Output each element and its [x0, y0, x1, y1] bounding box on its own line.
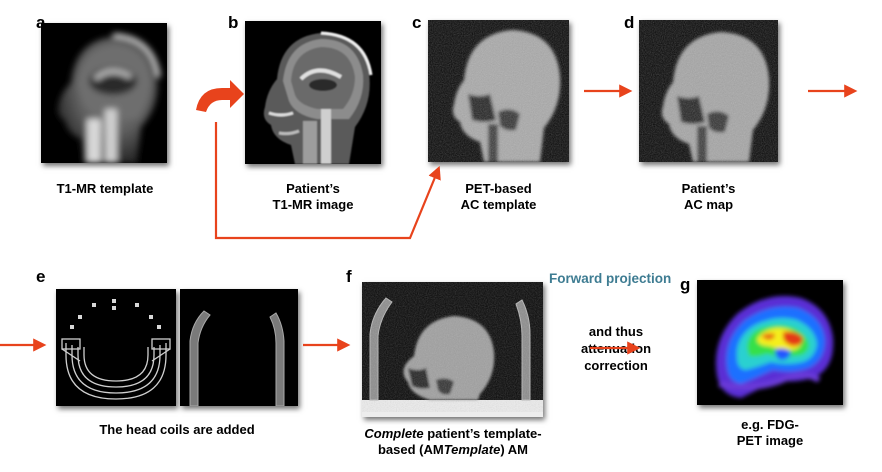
curved-arrow-a-to-b: [196, 80, 244, 112]
caption-f-line2-suffix: ) AM: [500, 442, 528, 457]
caption-f-italic-complete: Complete: [364, 426, 424, 441]
caption-g-line1: e.g. FDG-: [741, 417, 799, 432]
head-coil-axial-image: [56, 289, 176, 406]
middle-text-line3: correction: [584, 358, 648, 373]
caption-c: PET-based AC template: [428, 181, 569, 213]
complete-template-am-image: [362, 282, 543, 417]
panel-label-f: f: [346, 267, 352, 286]
panel-label-g: g: [680, 275, 691, 294]
patient-ac-map-image: [639, 20, 778, 162]
caption-b: Patient’s T1-MR image: [245, 181, 381, 213]
panel-label-b: b: [228, 13, 239, 32]
head-coil-sagittal-image: [180, 289, 298, 406]
caption-e: The head coils are added: [56, 422, 298, 438]
fdg-pet-image: [697, 280, 843, 405]
middle-text-line2: attenuation: [580, 341, 652, 356]
pet-based-ac-template-image: [428, 20, 569, 162]
caption-e-line1: The head coils are added: [99, 422, 255, 437]
caption-f-line2: based (AMTemplate) AM: [342, 442, 564, 458]
caption-a: T1-MR template: [42, 181, 168, 197]
panel-label-a: a: [36, 14, 45, 31]
caption-f: Complete patient’s template- based (AMTe…: [342, 426, 564, 458]
caption-b-line2: T1-MR image: [272, 197, 354, 212]
caption-c-line1: PET-based: [465, 181, 532, 196]
panel-label-e: e: [36, 267, 46, 286]
caption-d: Patient’s AC map: [639, 181, 778, 213]
caption-g: e.g. FDG- PET image: [697, 417, 843, 449]
middle-text-line1: and thus: [588, 324, 644, 339]
forward-projection-label: Forward projection: [549, 271, 672, 286]
panel-label-d: d: [624, 13, 635, 32]
caption-b-line1: Patient’s: [286, 181, 340, 196]
caption-f-line1-rest: patient’s template-: [423, 426, 542, 441]
caption-a-line1: T1-MR template: [56, 181, 154, 196]
caption-d-line1: Patient’s: [681, 181, 736, 196]
caption-c-line2: AC template: [460, 197, 537, 212]
caption-f-italic-template: Template: [443, 442, 501, 457]
caption-g-line2: PET image: [736, 433, 804, 448]
caption-f-line2-prefix: based (AM: [377, 442, 444, 457]
panel-label-c: c: [412, 13, 422, 32]
patient-t1-mr-image: [245, 21, 381, 164]
attenuation-correction-text: and thus attenuation correction: [566, 323, 666, 374]
caption-f-line1: Complete patient’s template-: [342, 426, 564, 442]
t1-mr-template-image: [41, 23, 167, 163]
caption-d-line2: AC map: [683, 197, 734, 212]
